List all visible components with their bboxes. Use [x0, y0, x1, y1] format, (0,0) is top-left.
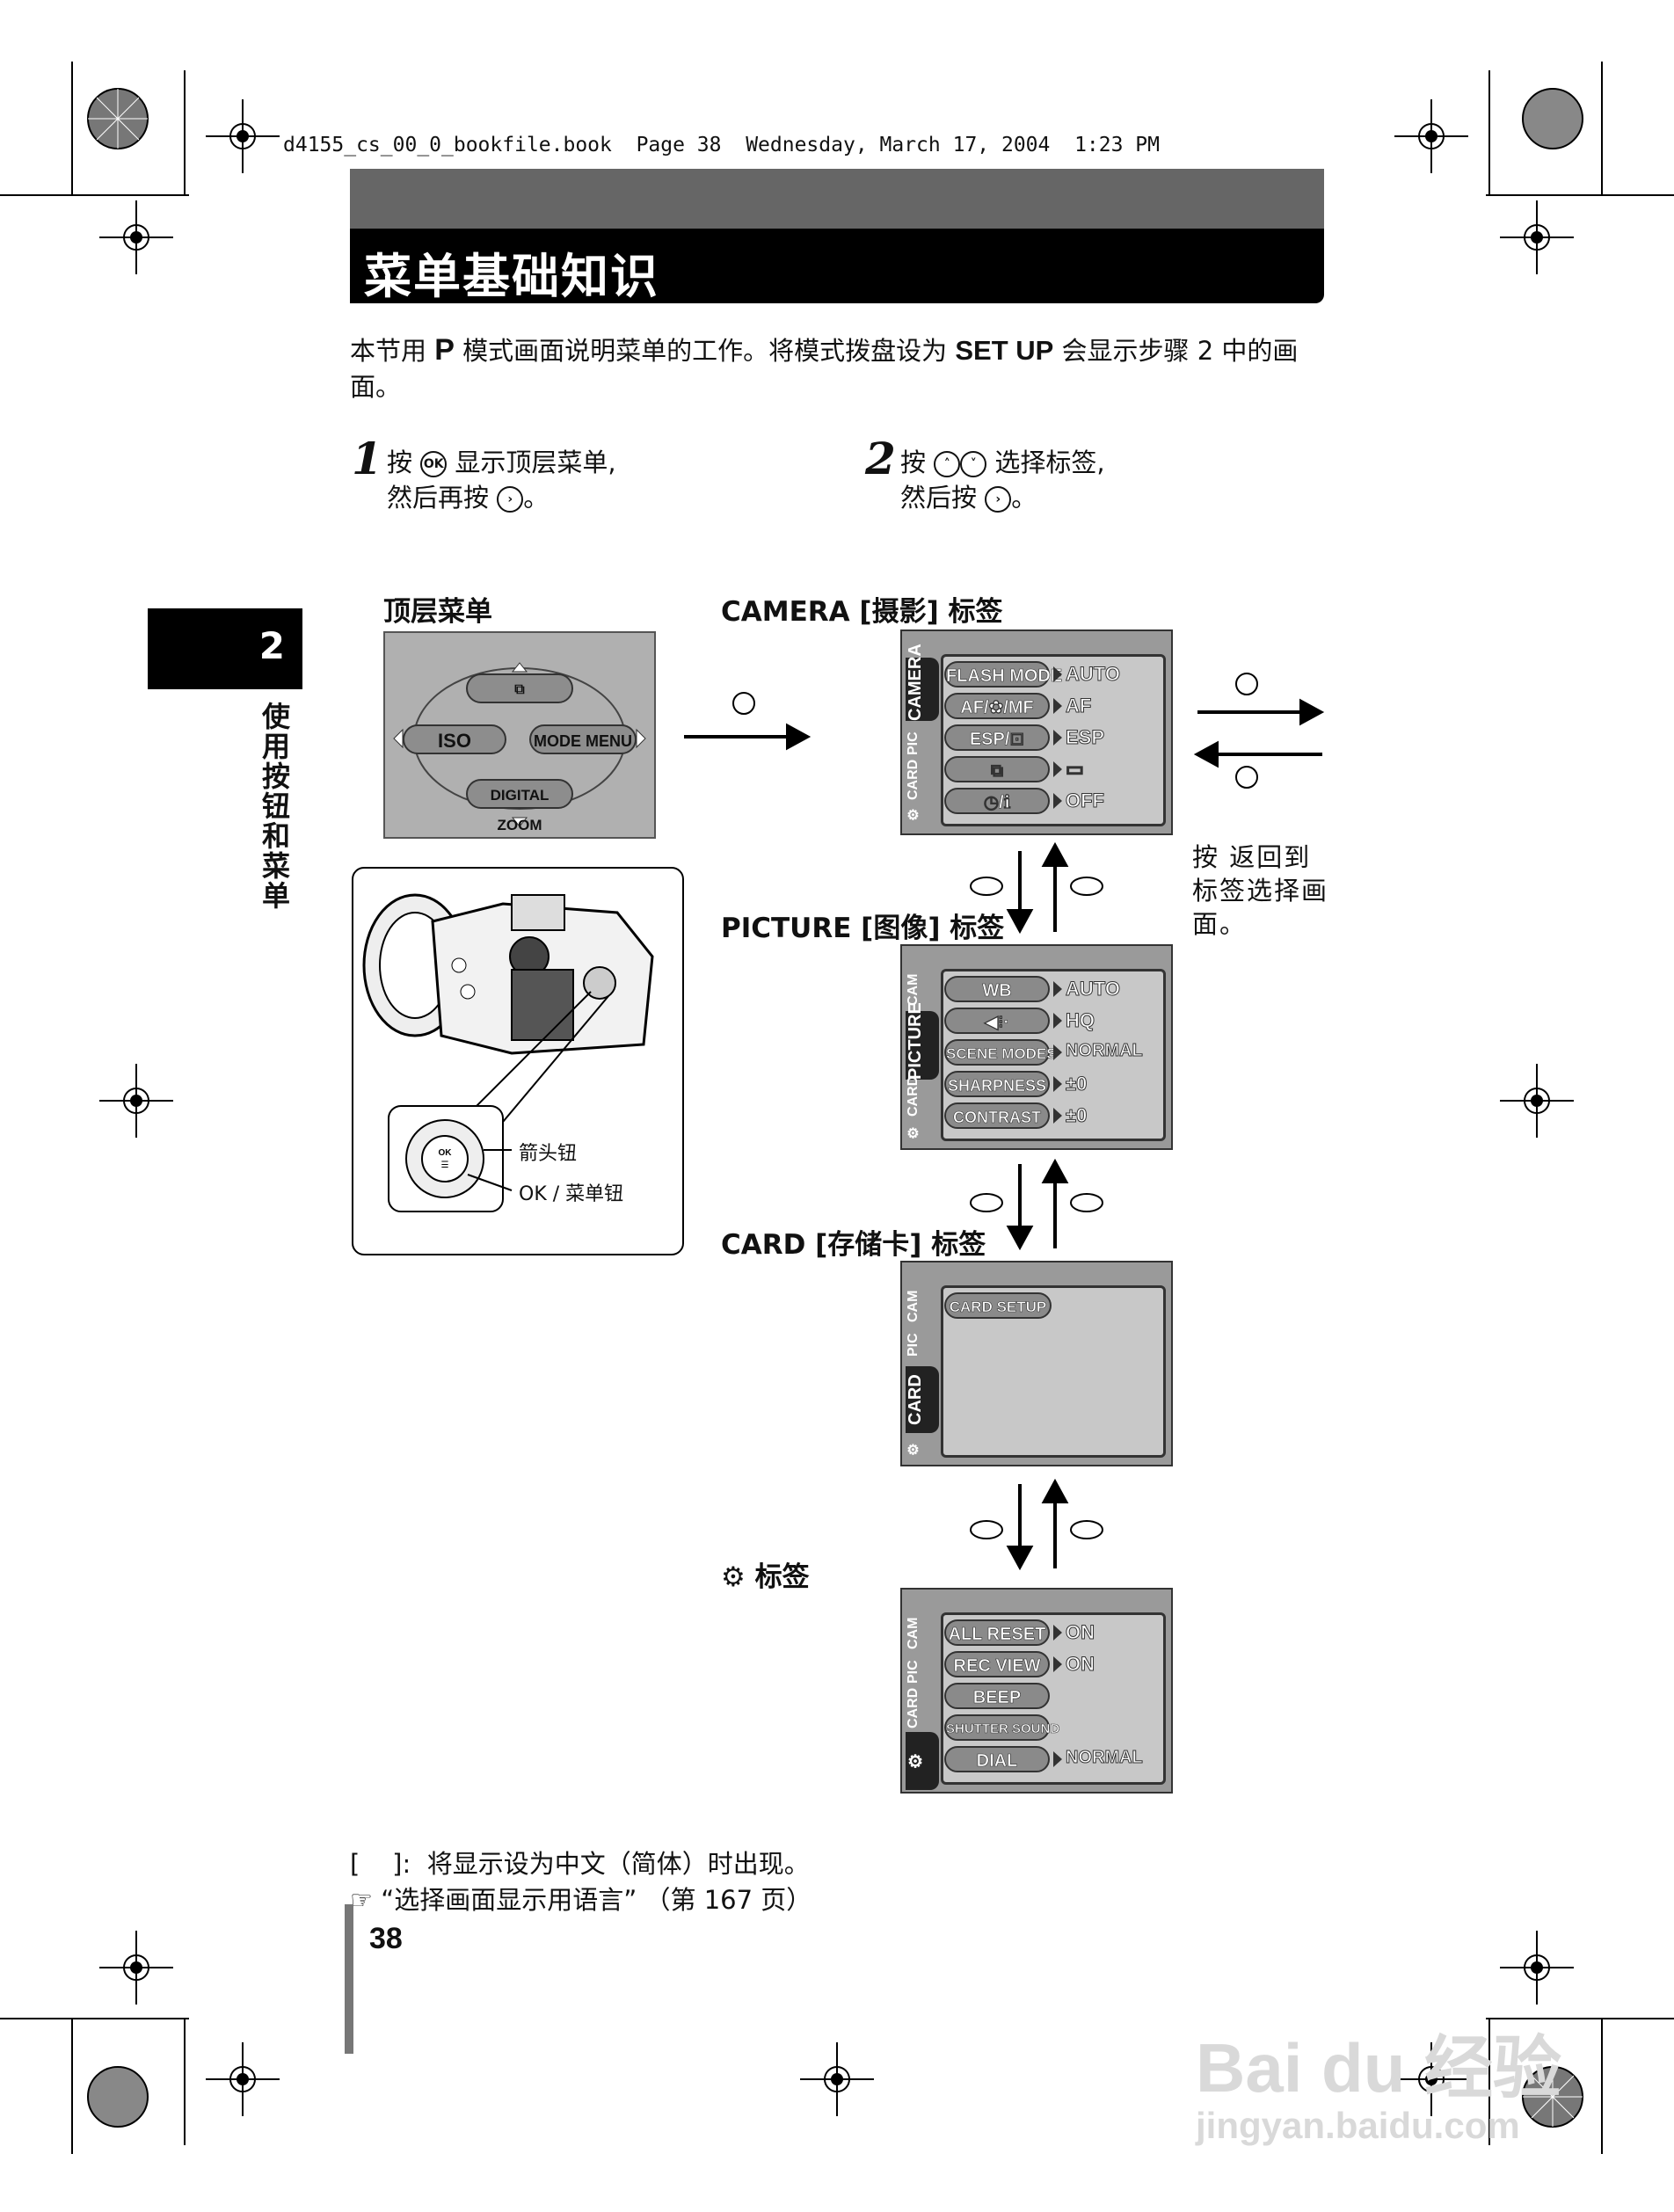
digital-zoom-pill[interactable]: DIGITAL ZOOM [466, 779, 573, 833]
camera-tab-label: CAMERA [摄影] 标签 [721, 596, 1003, 628]
back-note: 按 返回到标签选择画面。 [1192, 842, 1329, 939]
up-arrow-icon: ˄ [934, 451, 961, 477]
menu-item-flash-mode[interactable]: FLASH MODE [944, 661, 1063, 688]
chapter-tab: 2 [148, 608, 302, 689]
menu-item-all-reset[interactable]: ALL RESET [944, 1619, 1050, 1646]
mode-menu-pill[interactable]: MODE MENU [529, 724, 637, 754]
tab-card[interactable]: CARD [906, 1366, 939, 1433]
step-number: 2 [865, 433, 896, 484]
value-flash-mode: AUTO [1066, 663, 1121, 686]
footnote-bracket: [ ]: 将显示设为中文（简体）时出现。 [350, 1849, 810, 1879]
reference-icon: ☞ [350, 1885, 382, 1915]
step-1: 1 按 OK 显示顶层菜单, 然后再按 ›。 [352, 433, 616, 513]
menu-item-esp[interactable]: ESP/⊡ [944, 724, 1050, 751]
menu-item-af-mf[interactable]: AF/✿/MF [944, 693, 1050, 719]
menu-item-self-timer[interactable]: ◷/ℹ [944, 788, 1050, 814]
setup-menu-screen: CAM PIC CARD ⚙ ALL RESET ON REC VIEW ON … [900, 1588, 1173, 1794]
menu-item-contrast[interactable]: CONTRAST [944, 1102, 1050, 1129]
tab-card[interactable]: CARD [906, 1075, 921, 1117]
svg-text:OK: OK [439, 1148, 453, 1158]
tab-card[interactable]: CARD [906, 1687, 921, 1728]
menu-item-drive[interactable]: ⧉ [944, 756, 1050, 782]
svg-text:☰: ☰ [441, 1161, 449, 1170]
card-menu-screen: CAM PIC CARD ⚙ CARD SETUP [900, 1261, 1173, 1466]
watermark-url: jingyan.baidu.com [1196, 2105, 1520, 2146]
right-arrow-icon: › [497, 486, 524, 513]
value-rec-view: ON [1066, 1653, 1095, 1676]
menu-item-wb[interactable]: WB [944, 976, 1050, 1002]
right-arrow-icon: › [985, 486, 1012, 513]
intro-paragraph: 本节用 P 模式画面说明菜单的工作。将模式拨盘设为 SET UP 会显示步骤 2… [350, 333, 1299, 402]
menu-item-card-setup[interactable]: CARD SETUP [944, 1292, 1052, 1319]
menu-item-rec-view[interactable]: REC VIEW [944, 1651, 1050, 1677]
value-contrast: ±0 [1065, 1104, 1088, 1127]
tab-pic[interactable]: PIC [906, 1660, 921, 1684]
menu-item-quality[interactable]: ◀⁝· [944, 1008, 1050, 1034]
iso-pill[interactable]: ISO [403, 724, 506, 754]
value-dial: NORMAL [1066, 1748, 1144, 1768]
tab-setup[interactable]: ⚙ [906, 806, 921, 824]
value-drive: ▭ [1066, 758, 1085, 781]
page-number-bar [345, 1904, 353, 2054]
tab-camera[interactable]: CAMERA [906, 644, 939, 721]
menu-item-dial[interactable]: DIAL [944, 1746, 1050, 1772]
tab-cam[interactable]: CAM [906, 1290, 921, 1323]
arrow-button-label: 箭头钮 [519, 1143, 578, 1165]
footnote-reference: “选择画面显示用语言” （第 167 页） [381, 1885, 812, 1915]
ok-button-icon: OK [420, 451, 448, 477]
page-number: 38 [369, 1922, 403, 1955]
value-quality: HQ [1066, 1009, 1095, 1032]
tab-picture[interactable]: PICTURE [906, 1002, 939, 1080]
down-arrow-icon: ˅ [960, 451, 987, 477]
ok-menu-button-label: OK / 菜单钮 [519, 1183, 624, 1205]
tab-pic[interactable]: PIC [906, 1333, 921, 1357]
tab-pic[interactable]: PIC [906, 731, 921, 756]
footnote: [ ]: 将显示设为中文（简体）时出现。 ☞ “选择画面显示用语言” （第 16… [350, 1846, 812, 1918]
value-scene-modes: NORMAL [1066, 1041, 1144, 1061]
tab-setup[interactable]: ⚙ [906, 1124, 921, 1142]
setup-tab-label: ⚙ 标签 [721, 1561, 810, 1593]
picture-tab-label: PICTURE [图像] 标签 [721, 913, 1005, 944]
value-esp: ESP [1065, 726, 1105, 749]
value-af-mf: AF [1065, 695, 1092, 717]
value-sharpness: ±0 [1065, 1073, 1088, 1095]
tab-cam[interactable]: CAM [906, 1617, 921, 1650]
step-number: 1 [352, 433, 382, 484]
menu-item-shutter-sound[interactable]: SHUTTER SOUND [944, 1714, 1059, 1741]
top-menu-label: 顶层菜单 [383, 596, 492, 628]
picture-menu-screen: CAM PICTURE CARD ⚙ WB AUTO ◀⁝· HQ SCENE … [900, 944, 1173, 1150]
value-self-timer: OFF [1066, 789, 1105, 812]
camera-illustration-box: OK ☰ 箭头钮 OK / 菜单钮 [352, 867, 684, 1255]
print-header: d4155_cs_00_0_bookfile.book Page 38 Wedn… [283, 134, 1160, 156]
value-wb: AUTO [1066, 978, 1121, 1000]
title-band [350, 169, 1324, 229]
drive-mode-pill[interactable]: ⧉ [466, 673, 573, 703]
menu-item-beep[interactable]: BEEP [944, 1683, 1050, 1709]
step-2: 2 按 ˄˅ 选择标签, 然后按 ›。 [865, 433, 1105, 513]
tab-card[interactable]: CARD [906, 759, 921, 800]
camera-menu-screen: CAMERA PIC CARD ⚙ FLASH MODE AUTO AF/✿/M… [900, 629, 1173, 835]
watermark-logo: Bai du 经验 [1196, 2029, 1562, 2106]
chapter-title: 使用按钮和菜单 [258, 702, 291, 911]
tab-setup[interactable]: ⚙ [906, 1732, 939, 1790]
menu-item-sharpness[interactable]: SHARPNESS [944, 1071, 1050, 1097]
camera-illustration: OK ☰ [362, 893, 654, 1212]
top-menu-screen: ⧉ ISO MODE MENU DIGITAL ZOOM [383, 631, 656, 839]
value-all-reset: ON [1066, 1621, 1095, 1644]
tab-setup[interactable]: ⚙ [906, 1441, 921, 1459]
menu-item-scene-modes[interactable]: SCENE MODES [944, 1039, 1057, 1066]
page-title: 菜单基础知识 [364, 249, 659, 304]
setup-icon: ⚙ [721, 1561, 755, 1593]
card-tab-label: CARD [存储卡] 标签 [721, 1229, 986, 1261]
title-bar: 菜单基础知识 [350, 229, 1324, 304]
